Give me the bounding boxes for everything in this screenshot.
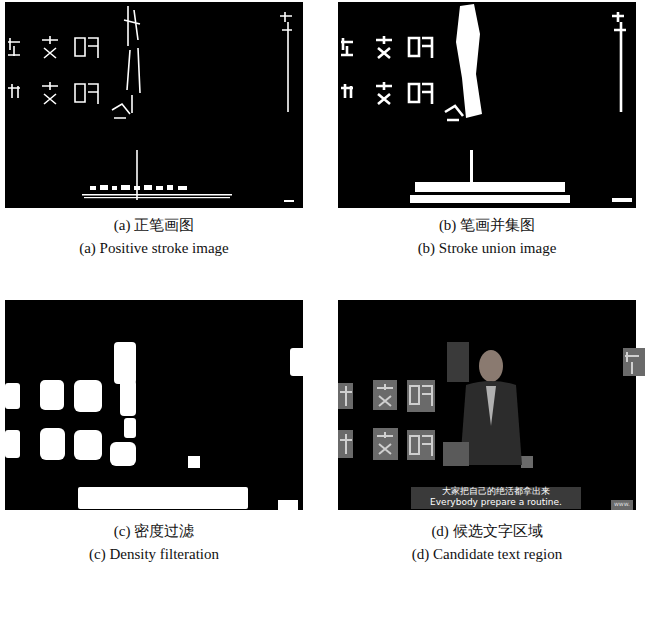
caption-en: (d) Candidate text region bbox=[338, 545, 636, 563]
caption-en: (c) Density filteration bbox=[5, 545, 303, 563]
subtitle-text: Everybody prepare a routine. bbox=[411, 497, 581, 508]
subtitle-text: 大家把自己的绝活都拿出来 bbox=[411, 486, 581, 497]
person-figure bbox=[443, 342, 522, 466]
stroke-image-a bbox=[5, 2, 303, 208]
caption-zh: (d) 候选文字区域 bbox=[338, 522, 636, 540]
caption-en: (b) Stroke union image bbox=[338, 239, 636, 257]
density-filter-image bbox=[5, 300, 312, 510]
caption-zh: (b) 笔画并集图 bbox=[338, 216, 636, 234]
candidate-region-image bbox=[338, 300, 645, 510]
caption-zh: (a) 正笔画图 bbox=[5, 216, 303, 234]
watermark-text: www. bbox=[611, 500, 633, 507]
caption-zh: (c) 密度过滤 bbox=[5, 522, 303, 540]
stroke-image-b bbox=[338, 2, 636, 208]
caption-en: (a) Positive stroke image bbox=[5, 239, 303, 257]
